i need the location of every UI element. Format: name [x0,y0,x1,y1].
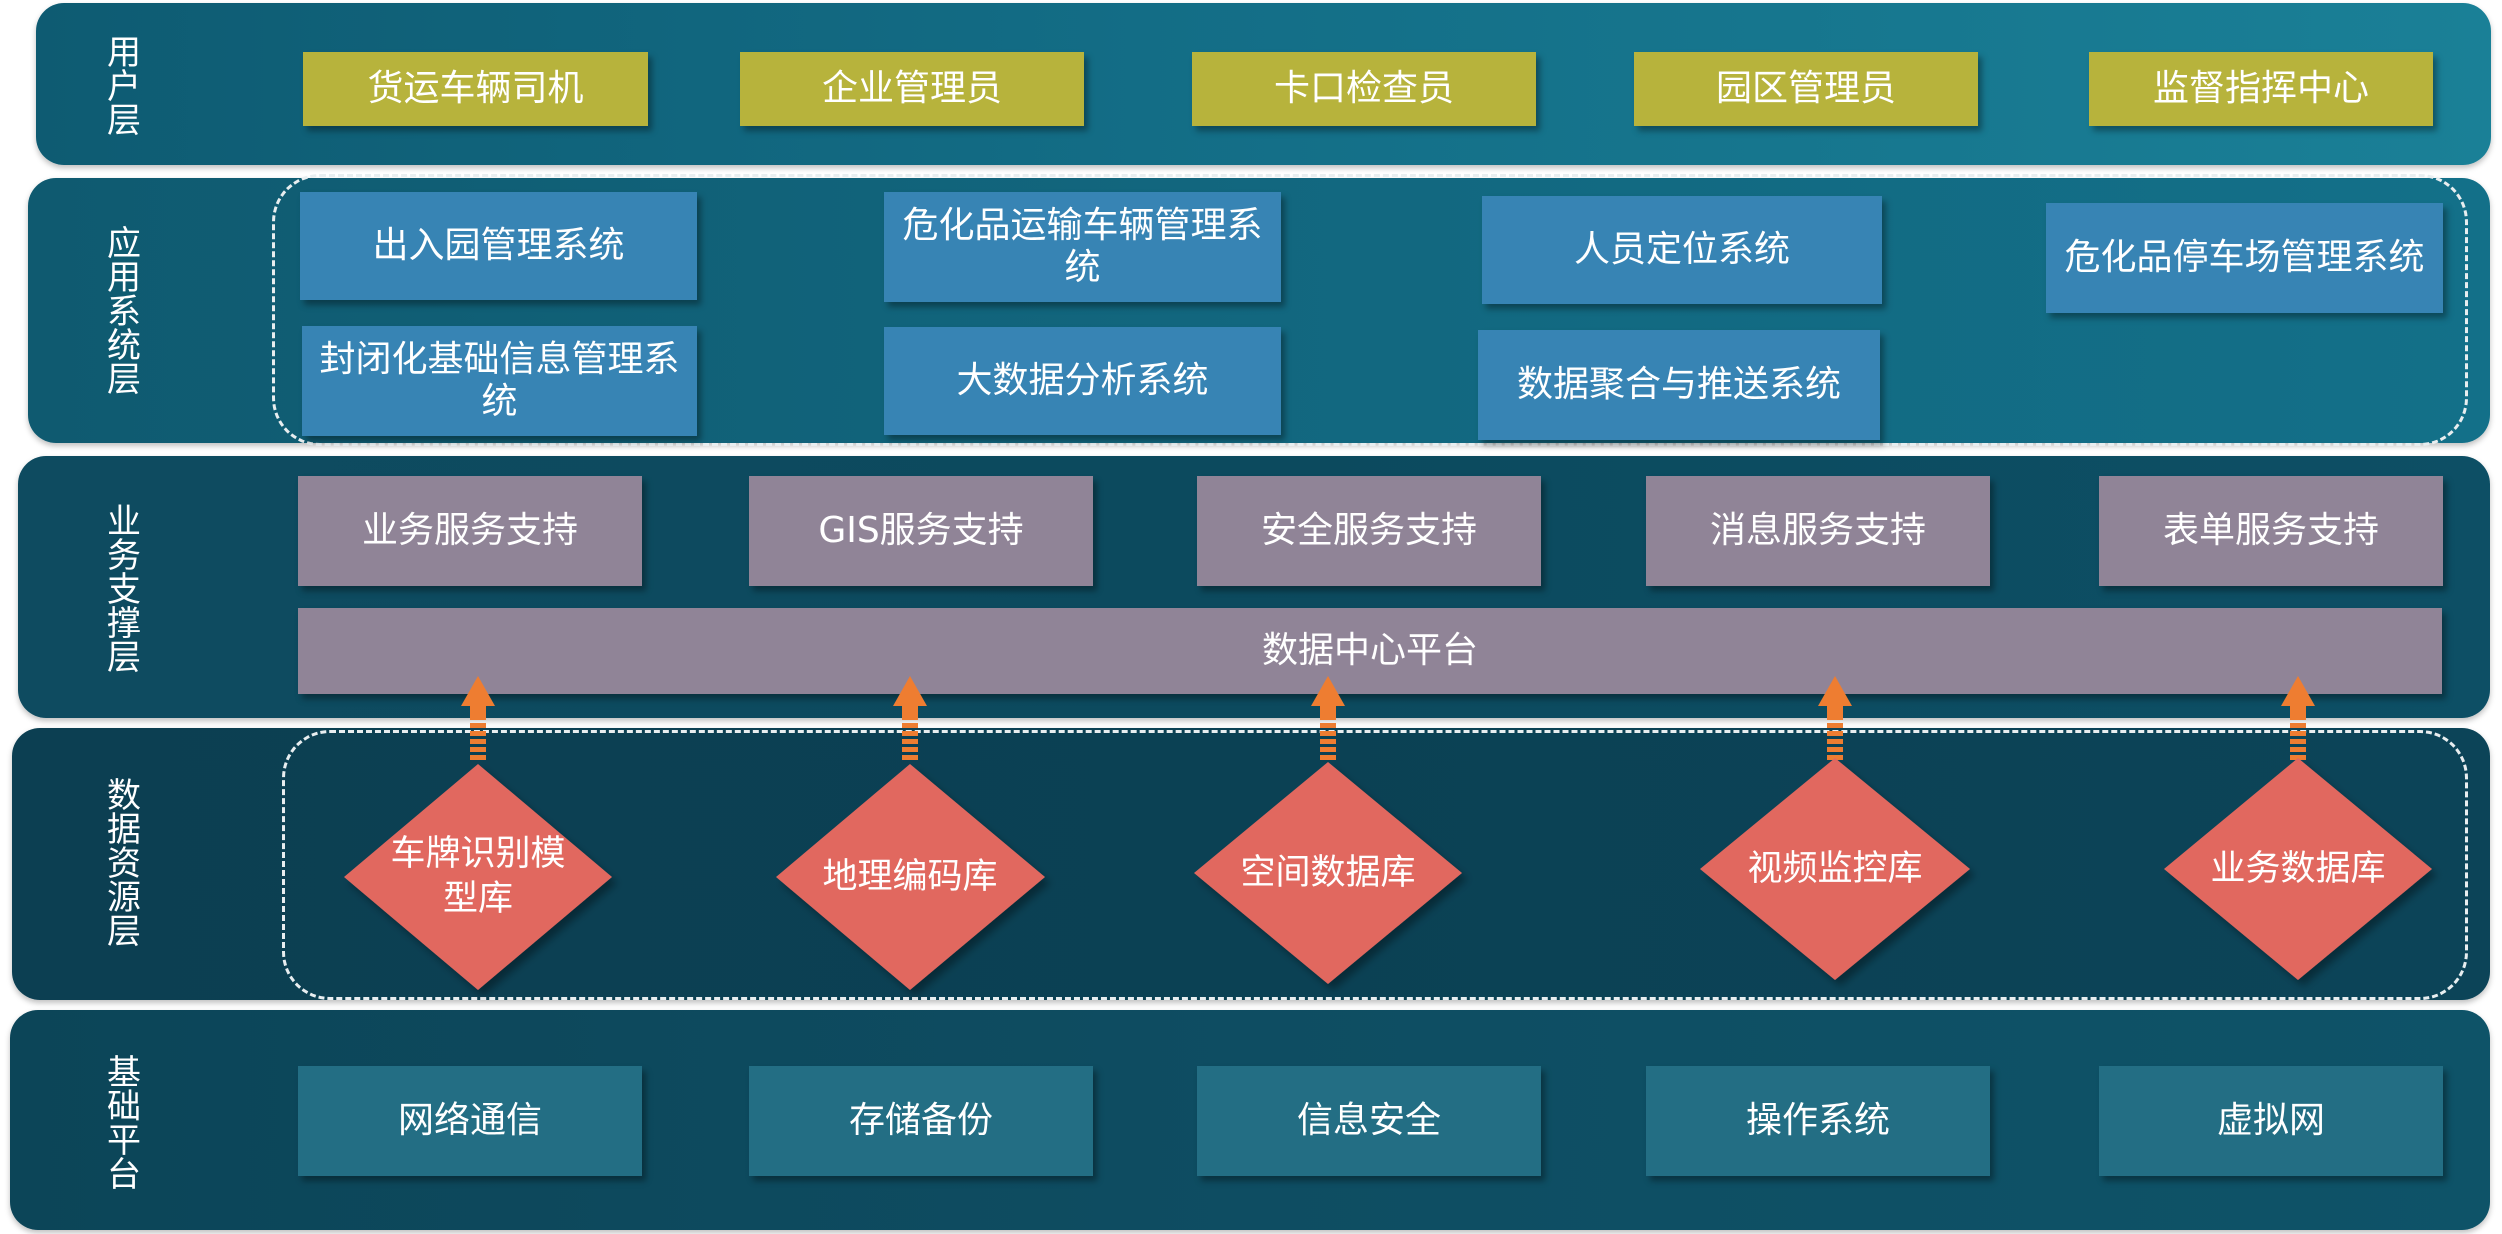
data-store-label: 视频监控库 [1747,848,1923,889]
upward-arrow-icon [461,676,495,760]
base-item-box: 网络通信 [298,1066,642,1176]
biz-service-box: 业务服务支持 [298,476,642,586]
biz-service-box: 消息服务支持 [1646,476,1990,586]
app-system-box: 出入园管理系统 [300,192,697,300]
layer-label-data: 数据资源层 [100,777,141,947]
base-item-box: 虚拟网 [2099,1066,2443,1176]
layer-label-biz: 业务支撑层 [100,503,141,673]
app-system-box: 封闭化基础信息管理系统 [302,326,697,436]
data-store-diamond [1194,762,1462,984]
app-system-box: 危化品停车场管理系统 [2046,203,2443,313]
app-layer-frame [272,174,2468,446]
data-center-platform: 数据中心平台 [298,608,2442,694]
user-role-box: 园区管理员 [1634,52,1978,126]
layer-label-user: 用户层 [100,34,141,136]
user-role-box: 企业管理员 [740,52,1084,126]
upward-arrow-icon [893,676,927,760]
base-item-box: 操作系统 [1646,1066,1990,1176]
base-item-box: 存储备份 [749,1066,1093,1176]
layer-label-base: 基础平台 [100,1054,141,1190]
data-store-diamond [344,764,612,990]
data-store-label: 业务数据库 [2210,848,2386,889]
data-store-diamond [776,764,1045,990]
layer-label-app: 应用系统层 [100,225,141,395]
user-role-box: 卡口检查员 [1192,52,1536,126]
data-layer-frame [282,730,2468,1000]
data-store-label: 空间数据库 [1240,852,1416,893]
app-system-box: 数据聚合与推送系统 [1478,330,1880,440]
app-system-box: 人员定位系统 [1482,196,1882,304]
upward-arrow-icon [2281,676,2315,760]
biz-service-box: 安全服务支持 [1197,476,1541,586]
app-system-box: 危化品运输车辆管理系统 [884,192,1281,302]
user-role-box: 监督指挥中心 [2089,52,2433,126]
biz-service-box: 表单服务支持 [2099,476,2443,586]
user-role-box: 货运车辆司机 [303,52,648,126]
upward-arrow-icon [1818,676,1852,760]
upward-arrow-icon [1311,676,1345,760]
data-store-diamond [1700,758,1970,980]
data-store-label: 车牌识别模型库 [390,834,566,919]
app-system-box: 大数据分析系统 [884,327,1281,435]
data-store-label: 地理编码库 [822,856,998,897]
base-item-box: 信息安全 [1197,1066,1541,1176]
data-store-diamond [2164,758,2432,980]
biz-service-box: GIS服务支持 [749,476,1093,586]
